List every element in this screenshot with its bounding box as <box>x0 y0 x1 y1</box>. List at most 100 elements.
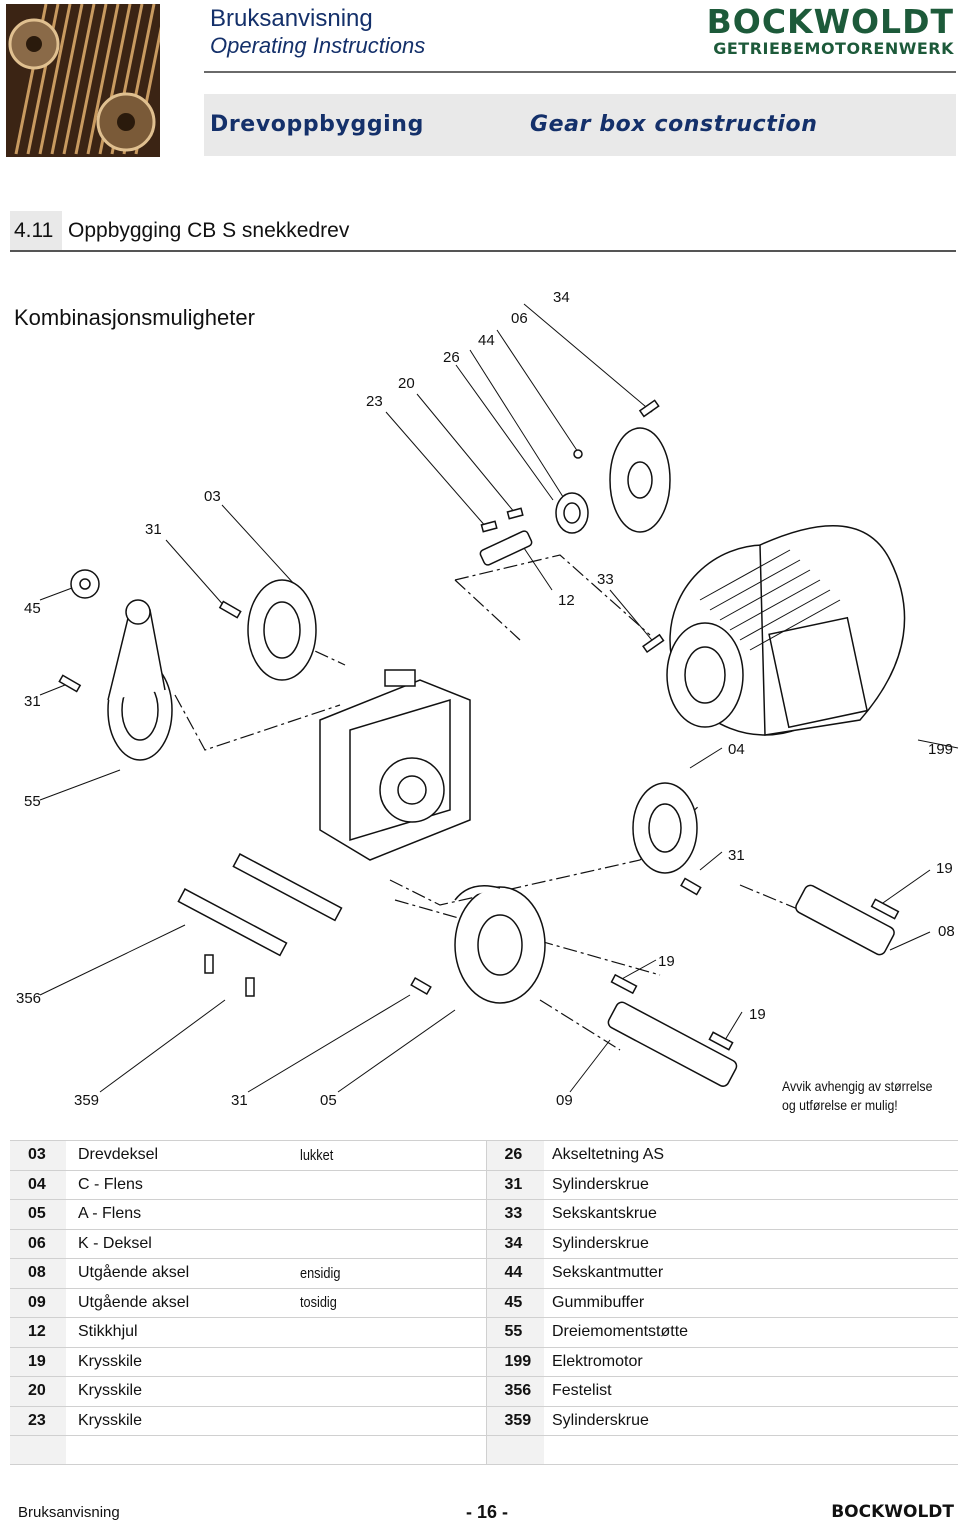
callout-label: 55 <box>24 793 41 810</box>
callout-label: 45 <box>24 600 41 617</box>
callout-label: 33 <box>597 571 614 588</box>
part-variant <box>300 1228 459 1259</box>
footer-title: Bruksanvisning <box>18 1504 120 1521</box>
part-variant <box>300 1317 459 1347</box>
callout-label: 19 <box>749 1006 766 1023</box>
part-number-right: 359 <box>485 1405 544 1436</box>
callout-label: 31 <box>728 847 745 864</box>
part-number-left: 20 <box>10 1376 66 1406</box>
part-description-right: Sylinderskrue <box>544 1228 958 1259</box>
part-description-left: K - Deksel <box>66 1228 300 1259</box>
part-variant: tosidig <box>300 1287 459 1318</box>
callout-label: 03 <box>204 488 221 505</box>
part-number-right: 26 <box>485 1140 544 1170</box>
section-band <box>204 94 956 156</box>
callout-label: 356 <box>16 990 41 1007</box>
heading-number-box <box>10 211 62 251</box>
gear-photo <box>6 4 160 157</box>
callout-label: 31 <box>145 521 162 538</box>
part-description-right: Festelist <box>544 1376 958 1406</box>
part-number-right <box>485 1435 544 1465</box>
part-description-right: Sylinderskrue <box>544 1405 958 1436</box>
part-description-right: Sekskantmutter <box>544 1258 958 1288</box>
callout-label: 31 <box>231 1092 248 1109</box>
section-title-english: Gear box construction <box>530 112 818 137</box>
part-description-left: C - Flens <box>66 1169 300 1200</box>
page-number: - 16 - <box>466 1502 509 1522</box>
part-description-left: Krysskile <box>66 1405 300 1436</box>
callout-label: 08 <box>938 923 955 940</box>
heading-divider <box>10 250 956 252</box>
document-title: Bruksanvisning <box>210 5 373 32</box>
callout-label: 199 <box>928 741 953 758</box>
part-number-right: 55 <box>485 1317 544 1347</box>
part-description-right: Gummibuffer <box>544 1287 958 1318</box>
brand-logo: BOCKWOLDT <box>706 2 954 41</box>
callout-label: 26 <box>443 349 460 366</box>
heading-number: 4.11 <box>14 219 54 242</box>
part-description-left: Krysskile <box>66 1346 300 1377</box>
header-divider <box>204 71 956 73</box>
part-description-left: Drevdeksel <box>66 1140 300 1170</box>
callout-label: 34 <box>553 289 570 306</box>
part-description-right: Akseltetning AS <box>544 1140 958 1170</box>
callout-label: 359 <box>74 1092 99 1109</box>
callout-label: 09 <box>556 1092 573 1109</box>
part-description-left: A - Flens <box>66 1199 300 1229</box>
part-description-right: Sylinderskrue <box>544 1169 958 1200</box>
part-variant <box>300 1169 459 1200</box>
part-variant <box>300 1435 459 1465</box>
footer-brand: BOCKWOLDT <box>831 1502 954 1522</box>
part-number-right: 199 <box>485 1346 544 1377</box>
part-number-left: 04 <box>10 1169 66 1200</box>
part-number-left: 05 <box>10 1199 66 1229</box>
note-line: og utførelse er mulig! <box>782 1097 898 1113</box>
callout-label: 20 <box>398 375 415 392</box>
callout-label: 19 <box>936 860 953 877</box>
part-number-left: 19 <box>10 1346 66 1377</box>
part-description-left: Stikkhjul <box>66 1317 300 1347</box>
part-description-right: Sekskantskrue <box>544 1199 958 1229</box>
part-number-left: 23 <box>10 1405 66 1436</box>
callout-label: 23 <box>366 393 383 410</box>
part-number-left: 03 <box>10 1140 66 1170</box>
heading-title: Oppbygging CB S snekkedrev <box>68 219 350 242</box>
part-description-left: Utgående aksel <box>66 1258 300 1288</box>
part-description-left: Utgående aksel <box>66 1287 300 1318</box>
callout-label: 06 <box>511 310 528 327</box>
exploded-view-diagram: 34 06 44 26 20 23 03 31 45 12 33 31 04 1… <box>16 289 959 1109</box>
document-title-english: Operating Instructions <box>210 33 426 58</box>
part-number-left: 09 <box>10 1287 66 1318</box>
callout-label: 12 <box>558 592 575 609</box>
part-description-right <box>544 1435 958 1465</box>
callout-label: 05 <box>320 1092 337 1109</box>
size-variation-note: Avvik avhengig av størrelse og utførelse… <box>782 1077 932 1115</box>
brand-subtitle: GETRIEBEMOTORENWERK <box>713 39 954 58</box>
part-number-right: 33 <box>485 1199 544 1229</box>
part-number-right: 31 <box>485 1169 544 1200</box>
note-line: Avvik avhengig av størrelse <box>782 1078 933 1094</box>
part-description-right: Dreiemomentstøtte <box>544 1317 958 1347</box>
part-variant: ensidig <box>300 1258 459 1288</box>
part-description-right: Elektromotor <box>544 1346 958 1377</box>
callout-label: 44 <box>478 332 495 349</box>
part-number-right: 45 <box>485 1287 544 1318</box>
subheading: Kombinasjonsmuligheter <box>14 305 255 330</box>
callout-label: 19 <box>658 953 675 970</box>
part-variant <box>300 1376 459 1406</box>
part-description-left: Krysskile <box>66 1376 300 1406</box>
part-description-left <box>66 1435 300 1465</box>
callout-label: 31 <box>24 693 41 710</box>
part-number-right: 44 <box>485 1258 544 1288</box>
part-number-right: 356 <box>485 1376 544 1406</box>
section-title: Drevoppbygging <box>210 112 424 137</box>
part-variant <box>300 1405 459 1436</box>
